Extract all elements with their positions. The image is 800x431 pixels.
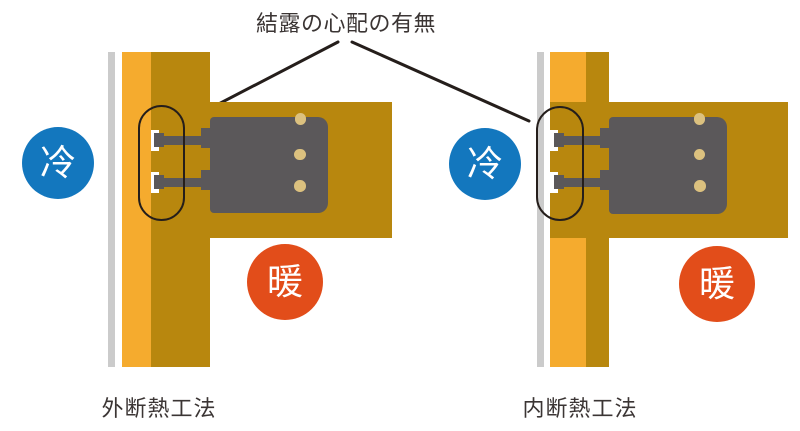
bolt-bar bbox=[560, 177, 610, 187]
cold-badge: 冷 bbox=[449, 128, 521, 200]
page-title: 結露の心配の有無 bbox=[255, 11, 436, 36]
bolt-dot bbox=[693, 148, 706, 161]
steel-bracket bbox=[608, 117, 727, 214]
bolt-bar bbox=[560, 135, 610, 145]
bolt-head bbox=[554, 174, 564, 189]
bolt-head bbox=[154, 174, 164, 189]
warm-badge: 暖 bbox=[247, 244, 323, 320]
condensation-highlight-ellipse bbox=[536, 106, 584, 221]
bolt-dot bbox=[693, 113, 706, 125]
cold-badge-label: 冷 bbox=[466, 143, 503, 184]
bolt-dot bbox=[294, 148, 306, 161]
cold-badge-label: 冷 bbox=[39, 142, 76, 183]
pointer-line-right bbox=[350, 40, 531, 123]
bolt-dot bbox=[694, 180, 706, 192]
condensation-highlight-ellipse bbox=[138, 105, 185, 221]
warm-badge-label: 暖 bbox=[698, 263, 735, 304]
bolt-bar bbox=[160, 177, 211, 187]
warm-badge-label: 暖 bbox=[266, 261, 303, 302]
warm-badge: 暖 bbox=[679, 246, 755, 322]
insulation-layer-lower bbox=[550, 238, 586, 367]
bolt-dot bbox=[294, 180, 306, 192]
caption-internal: 内断熱工法 bbox=[522, 396, 638, 421]
bolt-bar bbox=[160, 135, 211, 145]
bolt-dot bbox=[294, 113, 307, 125]
siding-panel bbox=[108, 52, 115, 367]
cold-badge: 冷 bbox=[22, 127, 94, 199]
bolt-head bbox=[554, 132, 564, 147]
caption-external: 外断熱工法 bbox=[101, 396, 217, 421]
bolt-head bbox=[154, 132, 164, 147]
steel-bracket bbox=[210, 117, 328, 213]
insulation-layer-upper bbox=[550, 52, 586, 102]
